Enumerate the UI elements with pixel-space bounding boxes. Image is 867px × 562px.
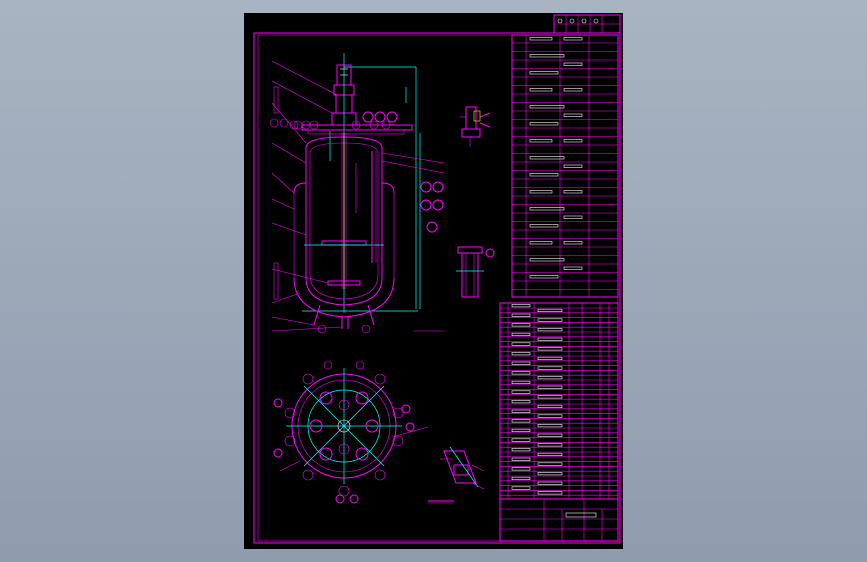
table-rows <box>500 37 618 496</box>
parts-table-cell-text <box>537 433 563 437</box>
tech-table-cell-text <box>563 88 583 92</box>
parts-table-cell-text <box>511 380 531 385</box>
detail-view-c[interactable] <box>428 446 485 504</box>
parts-table-cell-text <box>511 438 531 442</box>
parts-table-cell-text <box>511 313 531 317</box>
tech-table-cell-text <box>563 37 583 41</box>
detail-view-b[interactable] <box>456 246 495 298</box>
tech-table-cell-text <box>529 54 565 58</box>
parts-table-cell-text <box>537 491 563 495</box>
tech-table-cell-text <box>529 241 553 245</box>
parts-table-cell-text <box>537 472 563 476</box>
parts-table-cell-text <box>511 476 531 481</box>
parts-table-cell-text <box>537 395 563 399</box>
parts-table-cell-text <box>511 467 531 471</box>
parts-table-cell-text <box>511 304 531 308</box>
tech-table-cell-text <box>529 275 559 279</box>
parts-table-cell-text <box>511 361 531 365</box>
parts-table-cell-text <box>511 352 531 356</box>
tech-table-cell-text <box>529 173 559 177</box>
parts-table-cell-text <box>537 481 563 485</box>
parts-table-cell-text <box>537 424 563 428</box>
parts-table-cell-text <box>511 390 531 394</box>
drawing-canvas <box>253 14 621 544</box>
parts-table-cell-text <box>537 452 563 457</box>
parts-table-cell-text <box>511 428 531 433</box>
parts-list-table <box>499 302 619 500</box>
parts-table-cell-text <box>537 337 563 341</box>
vessel-jacket <box>309 142 379 300</box>
tech-table-cell-text <box>529 190 553 194</box>
parts-table-cell-text <box>511 342 531 346</box>
drawing-sheet[interactable] <box>244 13 623 549</box>
parts-table-cell-text <box>537 462 563 466</box>
tech-table-cell-text <box>529 88 553 92</box>
tech-table-cell-text <box>529 105 565 109</box>
parts-table-cell-text <box>511 323 531 327</box>
parts-table-cell-text <box>511 332 531 337</box>
vessel-shell <box>305 136 383 306</box>
tech-table-cell-text <box>529 207 565 211</box>
technical-data-table <box>511 34 619 298</box>
parts-table-cell-text <box>511 400 531 404</box>
tech-table-cell-text <box>529 224 559 228</box>
parts-table-cell-text <box>537 347 563 351</box>
parts-table-cell-text <box>511 486 531 490</box>
tech-table-cell-text <box>563 139 583 143</box>
parts-table-cell-text <box>537 366 563 370</box>
tech-table-cell-text <box>529 258 565 262</box>
parts-table-cell-text <box>537 414 563 418</box>
tech-table-cell-text <box>563 241 583 245</box>
nozzle-symbols-top <box>293 111 398 130</box>
tech-table-cell-text <box>529 71 559 75</box>
parts-table-cell-text <box>537 385 563 389</box>
tech-table-cell-text <box>529 139 553 143</box>
parts-table-cell-text <box>511 419 531 423</box>
sheet-outer-border <box>253 32 621 544</box>
parts-table-cell-text <box>537 376 563 380</box>
parts-table-cell-text <box>537 443 563 447</box>
detail-view-a[interactable] <box>460 106 491 147</box>
tech-table-cell-text <box>563 164 583 168</box>
parts-table-cell-text <box>537 328 563 332</box>
parts-table-cell-text <box>511 409 531 413</box>
top-title-strip <box>553 14 621 34</box>
parts-table-cell-text <box>511 448 531 452</box>
front-section-view[interactable] <box>269 53 445 334</box>
tech-table-cell-text <box>529 122 559 126</box>
tech-table-cell-text <box>563 113 583 117</box>
tech-table-cell-text <box>563 215 583 219</box>
tech-table-cell-text <box>529 156 565 160</box>
parts-table-cell-text <box>537 356 563 361</box>
title-block <box>499 498 619 542</box>
parts-table-cell-text <box>511 457 531 461</box>
parts-table-cell-text <box>537 404 563 409</box>
top-view[interactable] <box>273 360 429 504</box>
parts-table-cell-text <box>537 318 563 322</box>
parts-table-cell-text <box>511 371 531 375</box>
tech-table-cell-text <box>563 62 583 66</box>
parts-table-cell-text <box>537 308 563 313</box>
tech-table-cell-text <box>563 266 583 270</box>
tech-table-cell-text <box>529 37 553 41</box>
tech-table-cell-text <box>563 190 583 194</box>
